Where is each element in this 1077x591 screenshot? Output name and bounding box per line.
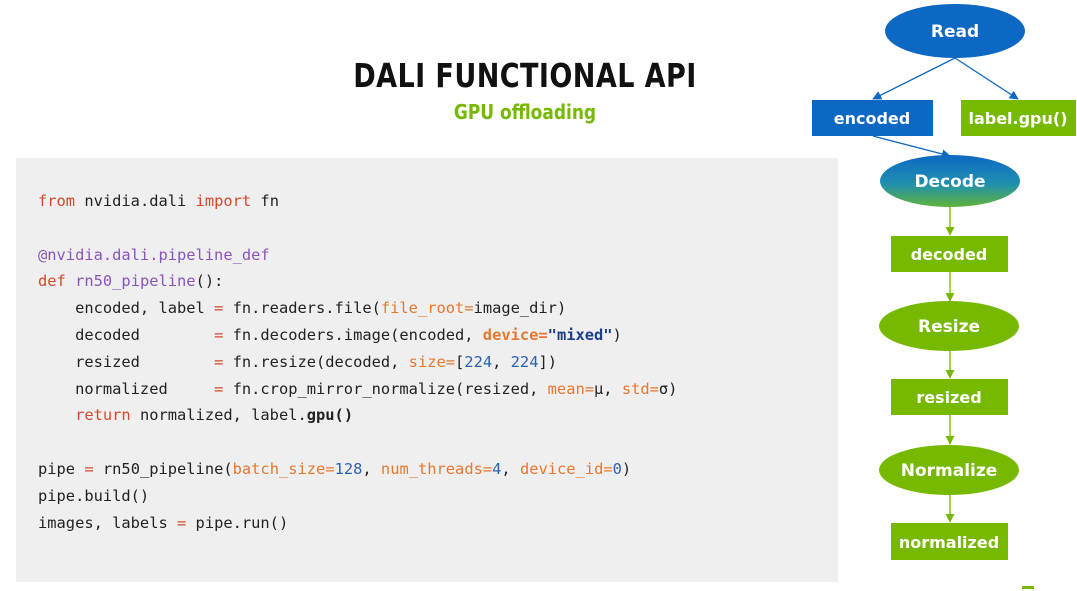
code-token: = [214,379,224,398]
code-line: decoded = fn.decoders.image(encoded, dev… [38,322,677,349]
code-token: , [492,352,511,371]
code-token: normalized, label. [130,406,307,425]
code-token: 128 [334,459,363,478]
code-token: decoded [38,325,215,344]
code-token: gpu() [306,406,354,425]
code-token: 4 [492,459,502,478]
code-token: 224 [464,352,493,371]
code-line: encoded, label = fn.readers.file(file_ro… [38,295,677,322]
node-read: Read [885,4,1025,58]
code-token: ) [612,325,622,344]
node-decode: Decode [880,155,1020,207]
node-resize: Resize [879,301,1019,351]
code-line: pipe = rn50_pipeline(batch_size=128, num… [38,456,677,483]
code-token: fn [251,192,279,210]
code-token: std= [621,379,659,398]
code-token: from [38,192,76,210]
code-line: resized = fn.resize(decoded, size=[224, … [38,349,677,376]
code-line: images, labels = pipe.run() [38,510,677,537]
node-resize-label: Resize [918,317,980,337]
code-token: fn.resize(decoded, [223,352,409,371]
code-block: from nvidia.dali import fn @nvidia.dali.p… [16,158,838,582]
code-token: σ) [658,379,678,398]
code-line: normalized = fn.crop_mirror_normalize(re… [38,376,677,403]
node-label-gpu: label.gpu() [961,100,1076,136]
code-token: encoded, label [38,299,215,318]
code-token: 0 [612,459,622,478]
code-token: (): [195,272,224,291]
corner-accent [1022,586,1034,589]
node-normalize: Normalize [879,445,1019,495]
code-token: , [501,459,520,478]
code-token: fn.decoders.image(encoded, [223,325,483,344]
node-decode-label: Decode [914,172,985,192]
code-token: = [214,352,224,371]
edge-read-label-gpu [954,57,1019,100]
node-resized: resized [891,379,1008,415]
code-token: = [84,459,94,478]
code-token: rn50_pipeline( [93,459,233,478]
edge-read-encoded [872,57,956,100]
code-line: pipe.build() [38,483,677,510]
code-token: size= [408,352,456,371]
page-subtitle: GPU offloading [453,100,597,124]
code-token: normalized [38,379,215,398]
code-line: def rn50_pipeline(): [38,268,677,295]
node-decoded-label: decoded [911,245,988,264]
node-encoded: encoded [812,100,933,136]
code-token: import [195,192,252,210]
code-token: "mixed" [547,325,613,344]
node-resized-label: resized [916,388,981,407]
code-token: return [75,406,131,425]
edge-encoded-decode [872,135,951,159]
code-token: ]) [538,352,558,371]
code-token: pipe.run() [186,513,289,532]
code-token: device_id= [519,459,613,478]
node-normalized-label: normalized [899,533,999,552]
code-token: @nvidia.dali.pipeline_def [38,245,270,264]
code-token: file_root= [380,299,474,318]
code-token: μ, [594,379,622,398]
code-token: batch_size= [232,459,335,478]
code-token: device= [482,325,548,344]
node-encoded-label: encoded [834,109,910,128]
code-token: = [177,513,187,532]
code-token: fn.crop_mirror_normalize(resized, [223,379,548,398]
code-token: num_threads= [380,459,493,478]
page-title: DALI FUNCTIONAL API [353,56,697,95]
code-token: 224 [510,352,539,371]
code-token: fn.readers.file( [223,299,381,318]
node-label-gpu-label: label.gpu() [968,109,1067,128]
code-token: pipe.build() [38,486,150,505]
node-normalize-label: Normalize [901,461,998,481]
code-token: nvidia.dali [75,192,196,210]
code-token: , [362,459,381,478]
code-token: def [38,272,66,291]
code-listing: from nvidia.dali import fn @nvidia.dali.p… [38,188,677,536]
code-token: images, labels [38,513,177,532]
code-line: return normalized, label.gpu() [38,402,677,429]
node-read-label: Read [931,22,979,42]
node-normalized: normalized [891,523,1008,560]
code-token: = [214,325,224,344]
code-token: = [214,299,224,318]
code-token: rn50_pipeline [75,272,196,291]
code-token: mean= [547,379,594,398]
code-token: [ [455,352,465,371]
code-token: pipe [38,459,85,478]
code-line: @nvidia.dali.pipeline_def [38,242,677,269]
code-token: image_dir) [473,299,567,318]
code-token: resized [38,352,215,371]
code-line: from nvidia.dali import fn [38,188,677,215]
code-token: ) [621,459,632,478]
node-decoded: decoded [891,236,1008,272]
